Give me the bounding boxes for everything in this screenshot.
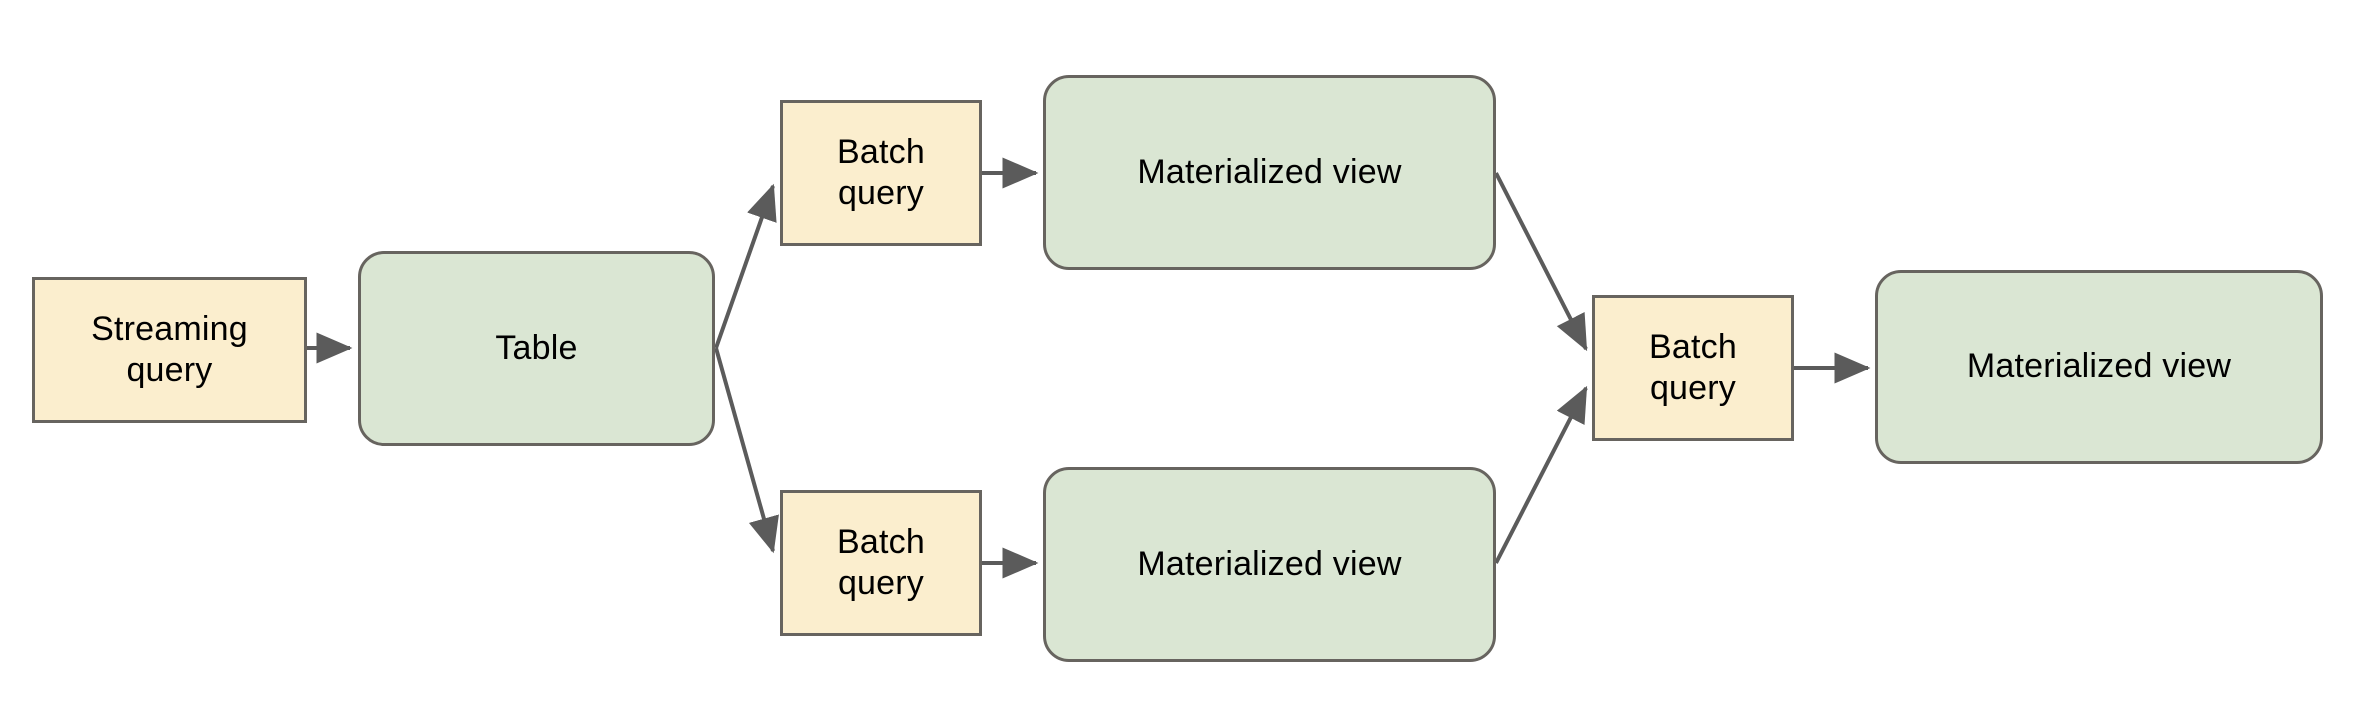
- node-materialized-view-bottom-label: Materialized view: [1137, 544, 1402, 583]
- edge-table-to-batch-bottom: [714, 347, 779, 554]
- node-materialized-view-top-label: Materialized view: [1137, 152, 1402, 191]
- node-materialized-view-top[interactable]: Materialized view: [1043, 75, 1496, 270]
- node-batch-query-bottom[interactable]: Batch query: [780, 490, 982, 636]
- edge-mv-bottom-to-batch-merge: [1494, 385, 1588, 564]
- node-streaming-query-label: Streaming query: [91, 309, 248, 389]
- node-batch-query-top[interactable]: Batch query: [780, 100, 982, 246]
- node-materialized-view-final[interactable]: Materialized view: [1875, 270, 2323, 464]
- node-streaming-query[interactable]: Streaming query: [32, 277, 307, 423]
- node-batch-query-top-label: Batch query: [837, 132, 925, 212]
- node-batch-query-merge[interactable]: Batch query: [1592, 295, 1794, 441]
- node-table-label: Table: [495, 328, 578, 367]
- node-materialized-view-bottom[interactable]: Materialized view: [1043, 467, 1496, 662]
- edge-table-to-batch-top: [714, 183, 777, 349]
- node-batch-query-bottom-label: Batch query: [837, 522, 925, 602]
- node-materialized-view-final-label: Materialized view: [1966, 347, 2232, 386]
- node-batch-query-merge-label: Batch query: [1649, 327, 1737, 407]
- node-table[interactable]: Table: [358, 251, 715, 446]
- edge-mv-top-to-batch-merge: [1494, 172, 1588, 352]
